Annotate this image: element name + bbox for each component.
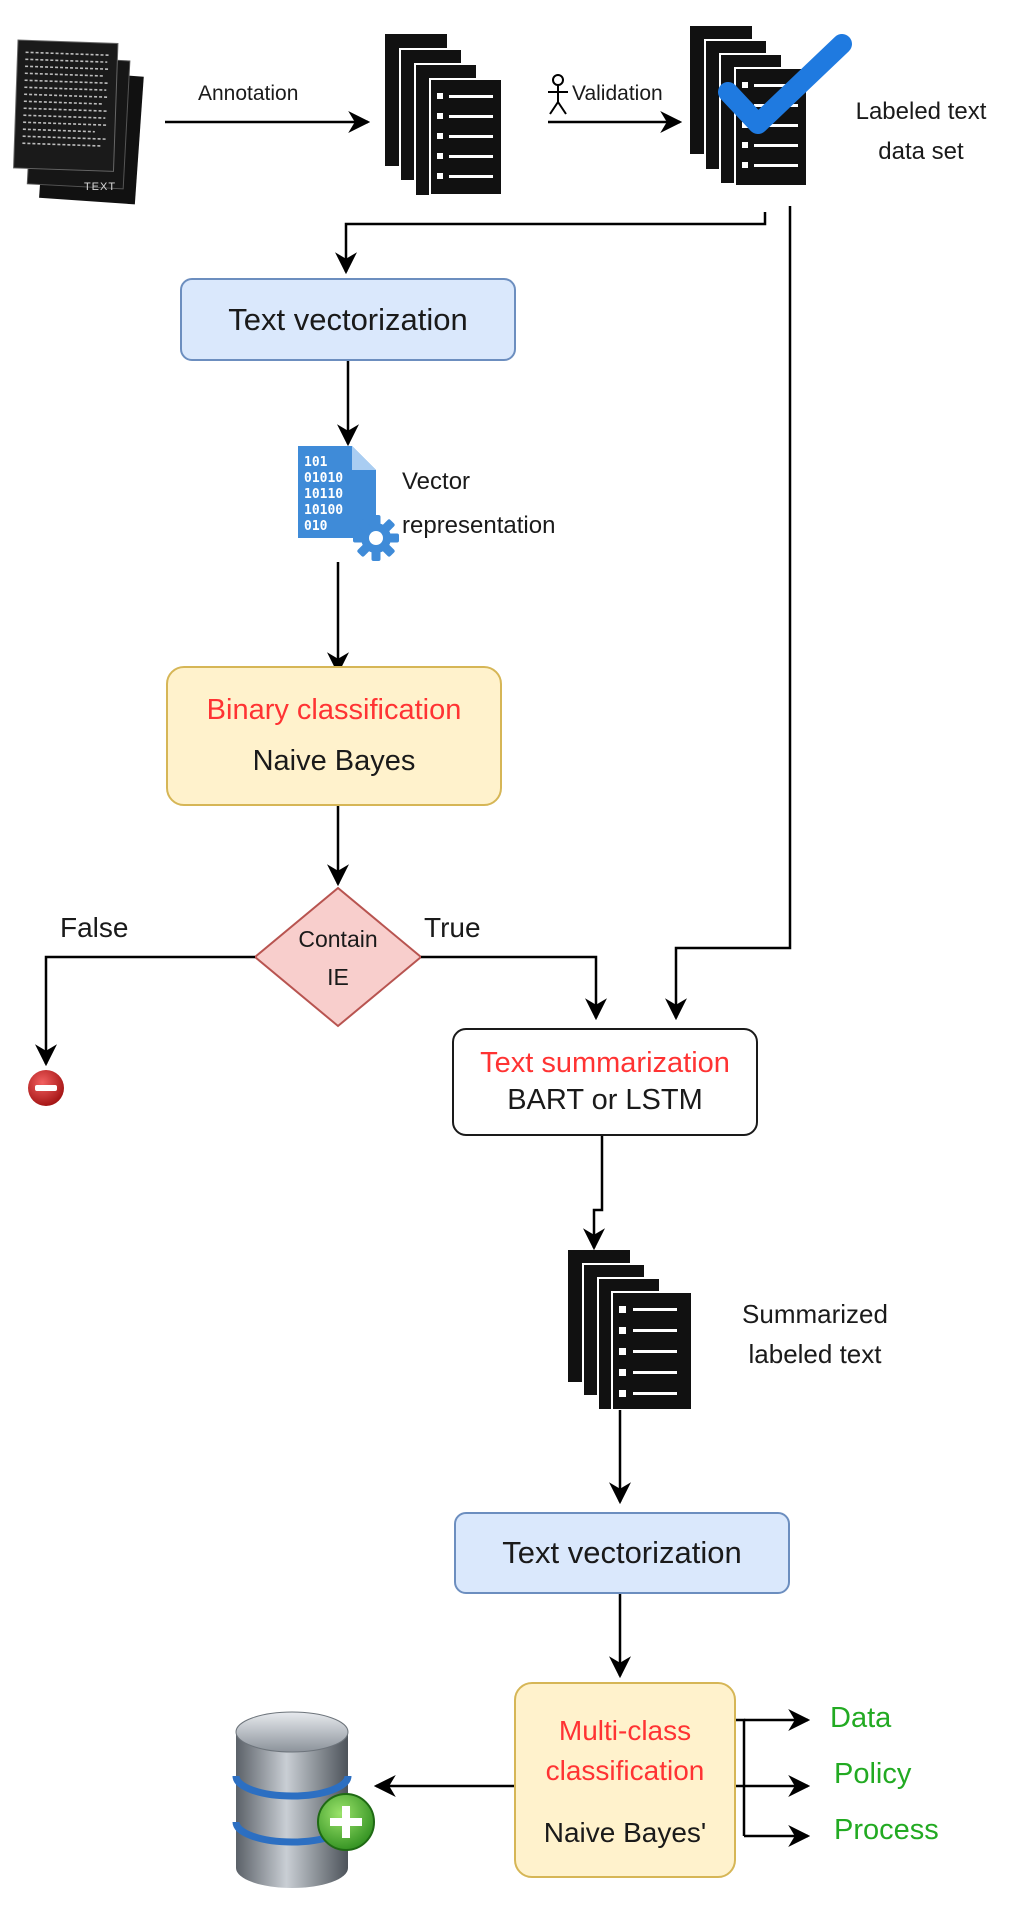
checkmark-icon <box>718 34 852 134</box>
output-data: Data <box>830 1702 892 1734</box>
raw-text-doc-label: TEXT <box>84 181 116 193</box>
annotation-label: Annotation <box>198 82 299 105</box>
vector-file-icon: 101 01010 10110 10100 010 <box>298 446 376 538</box>
vector-bits-4: 10100 <box>304 503 343 518</box>
text-vectorization-label-2: Text vectorization <box>502 1535 742 1570</box>
vector-representation-line1: Vector <box>402 468 471 495</box>
text-vectorization-box-1: Text vectorization <box>180 278 516 361</box>
vector-representation-line2: representation <box>402 512 556 539</box>
text-summarization-title: Text summarization <box>480 1047 730 1079</box>
true-label: True <box>424 912 481 943</box>
labeled-dataset-line1: Labeled text <box>855 98 987 125</box>
vector-representation-label: Vector representation <box>402 460 555 548</box>
decision-line1: Contain <box>298 926 378 952</box>
decision-label: Contain IE <box>268 918 408 998</box>
annotated-documents-icon <box>385 34 503 197</box>
binary-classification-model: Naive Bayes <box>252 745 416 777</box>
multi-class-title-line1: Multi-class <box>558 1715 692 1746</box>
output-arrows <box>734 1709 811 1847</box>
text-vectorization-label-1: Text vectorization <box>228 301 468 337</box>
database-add-icon <box>232 1711 375 1888</box>
connector-dataset-to-vectorization <box>335 212 767 275</box>
person-icon <box>548 74 568 115</box>
vector-bits-2: 01010 <box>304 471 343 486</box>
labeled-dataset-line2: data set <box>878 138 964 165</box>
false-label: False <box>60 912 129 943</box>
multi-class-classification-box: Multi-class classification Naive Bayes' <box>514 1682 736 1878</box>
text-vectorization-box-2: Text vectorization <box>454 1512 790 1594</box>
summarized-line1: Summarized <box>742 1299 888 1329</box>
text-summarization-box: Text summarization BART or LSTM <box>452 1028 758 1136</box>
summarized-line2: labeled text <box>748 1339 882 1369</box>
decision-diamond <box>253 886 423 1028</box>
vector-bits-3: 10110 <box>304 487 343 502</box>
labeled-dataset-label: Labeled text data set <box>838 92 1004 172</box>
binary-classification-box: Binary classification Naive Bayes <box>166 666 502 806</box>
vector-bits-1: 101 <box>304 455 328 470</box>
gear-icon <box>353 515 399 561</box>
multi-class-model: Naive Bayes' <box>543 1817 707 1848</box>
true-branch-arrow <box>421 955 607 1021</box>
arrow-summarization-to-summarized <box>583 1134 605 1251</box>
output-policy: Policy <box>834 1758 912 1790</box>
raw-text-documents-icon <box>13 39 144 205</box>
false-branch-arrow <box>35 955 255 1067</box>
output-process: Process <box>834 1814 939 1846</box>
validation-label: Validation <box>572 82 663 105</box>
reject-icon <box>28 1070 64 1106</box>
decision-line2: IE <box>327 964 349 990</box>
multi-class-title-line2: classification <box>545 1755 705 1786</box>
connector-dataset-to-summarization <box>665 206 792 1021</box>
summarized-documents-icon <box>568 1250 693 1411</box>
text-summarization-model: BART or LSTM <box>507 1084 703 1116</box>
binary-classification-title: Binary classification <box>206 694 462 726</box>
summarized-labeled-text-label: Summarized labeled text <box>710 1294 920 1374</box>
vector-bits-5: 010 <box>304 519 328 534</box>
